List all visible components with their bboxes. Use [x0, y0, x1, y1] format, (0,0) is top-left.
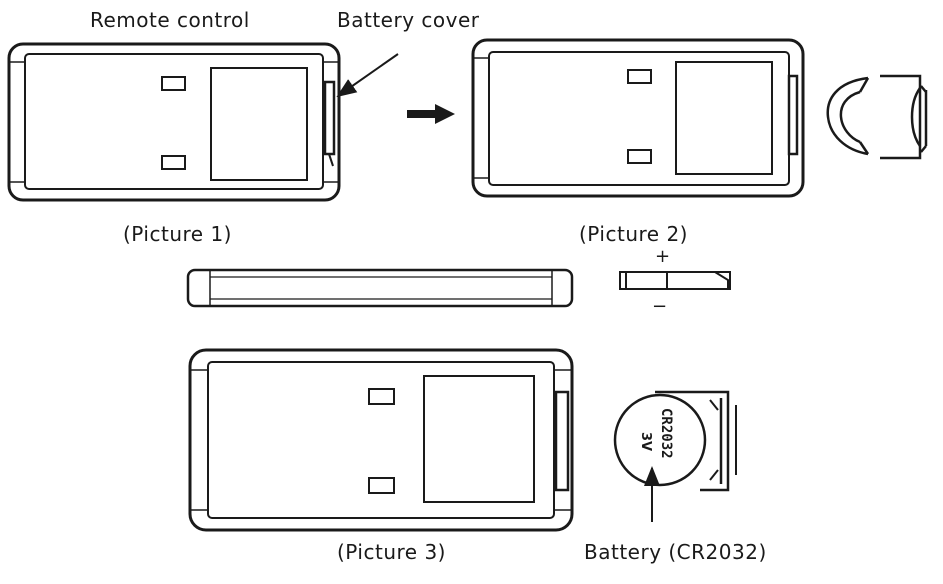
battery-in-holder	[613, 390, 737, 492]
battery-cover-label: Battery cover	[337, 8, 480, 32]
picture2-remote	[471, 38, 805, 198]
battery-holder-removed	[826, 74, 928, 160]
coin-cell-polarity: 3V	[638, 432, 653, 451]
picture3-remote	[188, 348, 574, 532]
battery-caption: Battery (CR2032)	[584, 540, 767, 564]
remote-control-label: Remote control	[90, 8, 250, 32]
battery-side-view	[619, 271, 731, 290]
plus-symbol: +	[655, 246, 670, 267]
minus-symbol: −	[652, 296, 667, 317]
battery-cover-pointer	[336, 53, 399, 98]
picture2-caption: (Picture 2)	[579, 222, 688, 246]
direction-arrow	[407, 104, 455, 124]
picture1-remote	[7, 42, 341, 202]
picture3-caption: (Picture 3)	[337, 540, 446, 564]
picture1-caption: (Picture 1)	[123, 222, 232, 246]
coin-cell-text: CR2032	[658, 408, 674, 459]
remote-side-view	[186, 268, 574, 308]
